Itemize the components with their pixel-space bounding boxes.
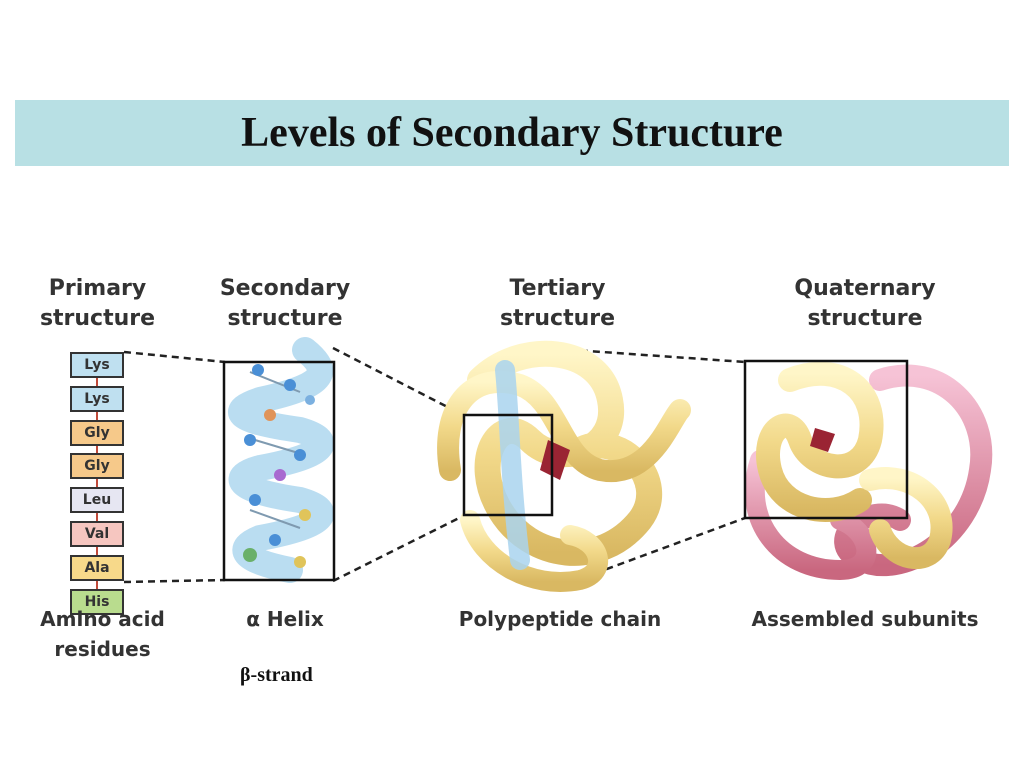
caption-secondary: α Helix — [246, 607, 324, 631]
connector-lines — [123, 346, 746, 592]
heading-primary: Primary structure — [30, 274, 165, 334]
caption-quaternary: Assembled subunits — [751, 607, 979, 631]
residue-6: Val — [70, 520, 124, 547]
heading-quaternary: Quaternary structure — [780, 274, 950, 334]
residue-5: Leu — [70, 487, 124, 514]
caption-tertiary: Polypeptide chain — [458, 607, 662, 631]
helix-frame — [222, 360, 336, 582]
heading-tertiary: Tertiary structure — [485, 274, 630, 334]
heading-secondary: Secondary structure — [205, 274, 365, 334]
heading-tertiary-line1: Tertiary — [509, 276, 606, 301]
quaternary-frame — [743, 359, 909, 520]
heading-secondary-line2: structure — [227, 306, 343, 331]
slide-title: Levels of Secondary Structure — [241, 110, 783, 156]
heading-primary-line1: Primary — [48, 276, 147, 301]
residue-8: His — [70, 588, 124, 615]
heading-secondary-line1: Secondary — [219, 276, 351, 301]
title-bar: Levels of Secondary Structure — [15, 100, 1009, 166]
quaternary-structure-graphic — [743, 359, 993, 581]
heading-primary-line2: structure — [39, 306, 156, 331]
residue-list: Lys Lys Gly Gly Leu Val Ala His — [70, 352, 124, 622]
caption-primary-line2: residues — [54, 637, 151, 661]
beta-strand-label: β-strand — [240, 664, 313, 686]
residue-7: Ala — [70, 554, 124, 581]
residue-4: Gly — [70, 453, 124, 480]
heading-quaternary-line1: Quaternary — [794, 276, 936, 301]
alpha-helix-graphic — [222, 337, 336, 583]
caption-primary: Amino acid residues — [30, 604, 175, 664]
residue-3: Gly — [70, 419, 124, 446]
caption-primary-line1: Amino acid — [40, 607, 165, 631]
tertiary-frame — [462, 413, 554, 517]
residue-1: Lys — [70, 352, 124, 378]
helix-atoms — [243, 364, 315, 568]
heading-tertiary-line2: structure — [499, 306, 616, 331]
tertiary-structure-graphic — [437, 340, 691, 592]
heading-quaternary-line2: structure — [807, 306, 923, 331]
residue-2: Lys — [70, 385, 124, 412]
